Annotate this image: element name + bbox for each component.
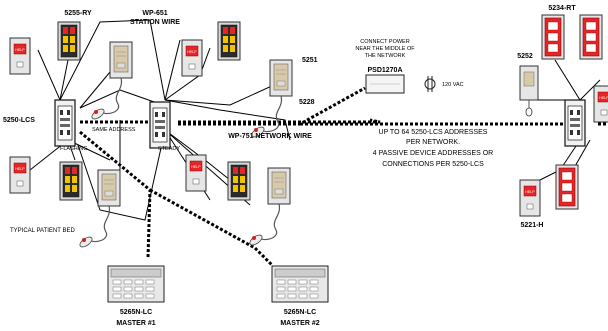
label-5252: 5252 bbox=[517, 53, 533, 60]
station-5252 bbox=[519, 65, 539, 117]
label-net-note-2: PER NETWORK. bbox=[406, 139, 460, 146]
cord-station-top-left bbox=[89, 41, 133, 122]
red-panel-5234-a bbox=[541, 14, 565, 60]
power-supply bbox=[365, 74, 405, 94]
label-master2-name: MASTER #2 bbox=[280, 320, 319, 327]
help-station-top-center bbox=[181, 39, 203, 77]
dome-light-bottom-center bbox=[227, 161, 251, 201]
lcs-module-left bbox=[54, 99, 76, 147]
label-patient-bed: TYPICAL PATIENT BED bbox=[10, 228, 75, 234]
red-panel-5234-b bbox=[579, 14, 603, 60]
label-net-note-4: CONNECTIONS PER 5250-LCS bbox=[382, 161, 484, 168]
help-station-top-left bbox=[9, 37, 31, 75]
network-wire bbox=[79, 86, 608, 267]
label-power-note-2: NEAR THE MIDDLE OF bbox=[355, 46, 415, 52]
label-5221-h: 5221-H bbox=[521, 222, 544, 229]
master-station-2 bbox=[271, 265, 329, 303]
label-same-address: SAME ADDRESS bbox=[92, 127, 136, 133]
help-station-bottom-left bbox=[9, 156, 31, 194]
label-master1-name: MASTER #1 bbox=[116, 320, 155, 327]
label-master2-model: 5265N-LC bbox=[284, 309, 316, 316]
label-5255-ry: 5255-RY bbox=[64, 10, 92, 17]
label-5251: 5251 bbox=[302, 57, 318, 64]
help-station-5221 bbox=[519, 179, 541, 217]
label-steady: STEADY bbox=[158, 146, 180, 152]
label-120vac: 120 VAC bbox=[442, 82, 464, 88]
label-station-wire: STATION WIRE bbox=[130, 19, 180, 26]
label-psd1270a: PSD1270A bbox=[367, 67, 402, 74]
cord-station-bottom-left bbox=[77, 169, 121, 250]
dome-light-bottom-left bbox=[59, 161, 83, 201]
label-5250-lcs: 5250-LCS bbox=[3, 117, 35, 124]
dome-light-5255-top bbox=[57, 21, 81, 61]
help-station-right-edge bbox=[593, 85, 608, 123]
label-5228: 5228 bbox=[299, 99, 315, 106]
plug-icon bbox=[424, 76, 436, 92]
cord-station-bottom-center bbox=[247, 167, 291, 248]
cord-station-5228 bbox=[249, 59, 293, 140]
label-power-note-1: CONNECT POWER bbox=[360, 39, 409, 45]
station-wires bbox=[29, 19, 601, 221]
label-flashing: FLASHING bbox=[60, 146, 88, 152]
red-panel-bottom-right bbox=[555, 164, 579, 210]
master-station-1 bbox=[107, 265, 165, 303]
label-power-note-3: THE NETWORK bbox=[365, 53, 406, 59]
lcs-module-center bbox=[149, 101, 171, 149]
label-5234-rt: 5234-RT bbox=[548, 5, 576, 12]
label-net-note-3: 4 PASSIVE DEVICE ADDRESSES OR bbox=[373, 150, 493, 157]
label-wp-651: WP-651 bbox=[142, 10, 167, 17]
label-master1-model: 5265N-LC bbox=[120, 309, 152, 316]
label-net-note-1: UP TO 64 5250-LCS ADDRESSES bbox=[379, 129, 488, 136]
dome-light-top-center bbox=[217, 21, 241, 61]
lcs-module-right bbox=[564, 99, 586, 147]
label-network-wire: WP-751 NETWORK WIRE bbox=[228, 133, 312, 140]
help-station-bottom-center bbox=[185, 154, 207, 192]
